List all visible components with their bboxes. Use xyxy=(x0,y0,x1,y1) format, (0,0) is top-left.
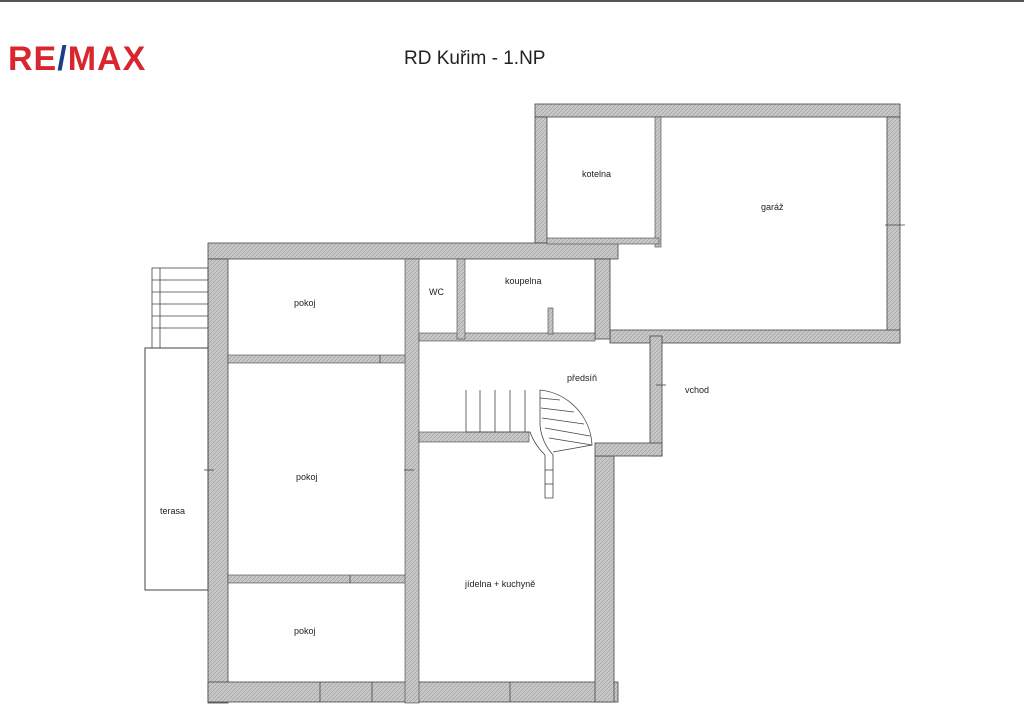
opening-marks xyxy=(204,224,905,702)
room-label-garaz: garáž xyxy=(761,202,784,212)
exterior-stairs xyxy=(151,267,209,349)
interior-staircase xyxy=(465,389,593,499)
remax-logo: RE/MAX xyxy=(8,42,146,76)
plan-title: RD Kuřim - 1.NP xyxy=(404,48,546,69)
logo-slash: / xyxy=(57,40,68,78)
room-label-jidelna: jídelna + kuchyně xyxy=(464,579,535,589)
logo-text-right: MAX xyxy=(67,40,147,78)
room-label-kotelna: kotelna xyxy=(582,169,611,179)
room-label-predsin: předsíň xyxy=(567,373,597,383)
room-label-wc: WC xyxy=(429,287,444,297)
room-label-vchod: vchod xyxy=(685,385,709,395)
interior-walls xyxy=(227,116,662,704)
logo-text-left: RE xyxy=(8,40,58,78)
room-label-koupelna: koupelna xyxy=(505,276,542,286)
outer-walls xyxy=(207,103,901,704)
room-label-pokoj-bottom: pokoj xyxy=(294,626,316,636)
room-label-pokoj-middle: pokoj xyxy=(296,472,318,482)
top-border-line xyxy=(0,0,1024,2)
room-label-pokoj-top: pokoj xyxy=(294,298,316,308)
terrace-outline xyxy=(144,347,209,591)
room-label-terasa: terasa xyxy=(160,506,185,516)
